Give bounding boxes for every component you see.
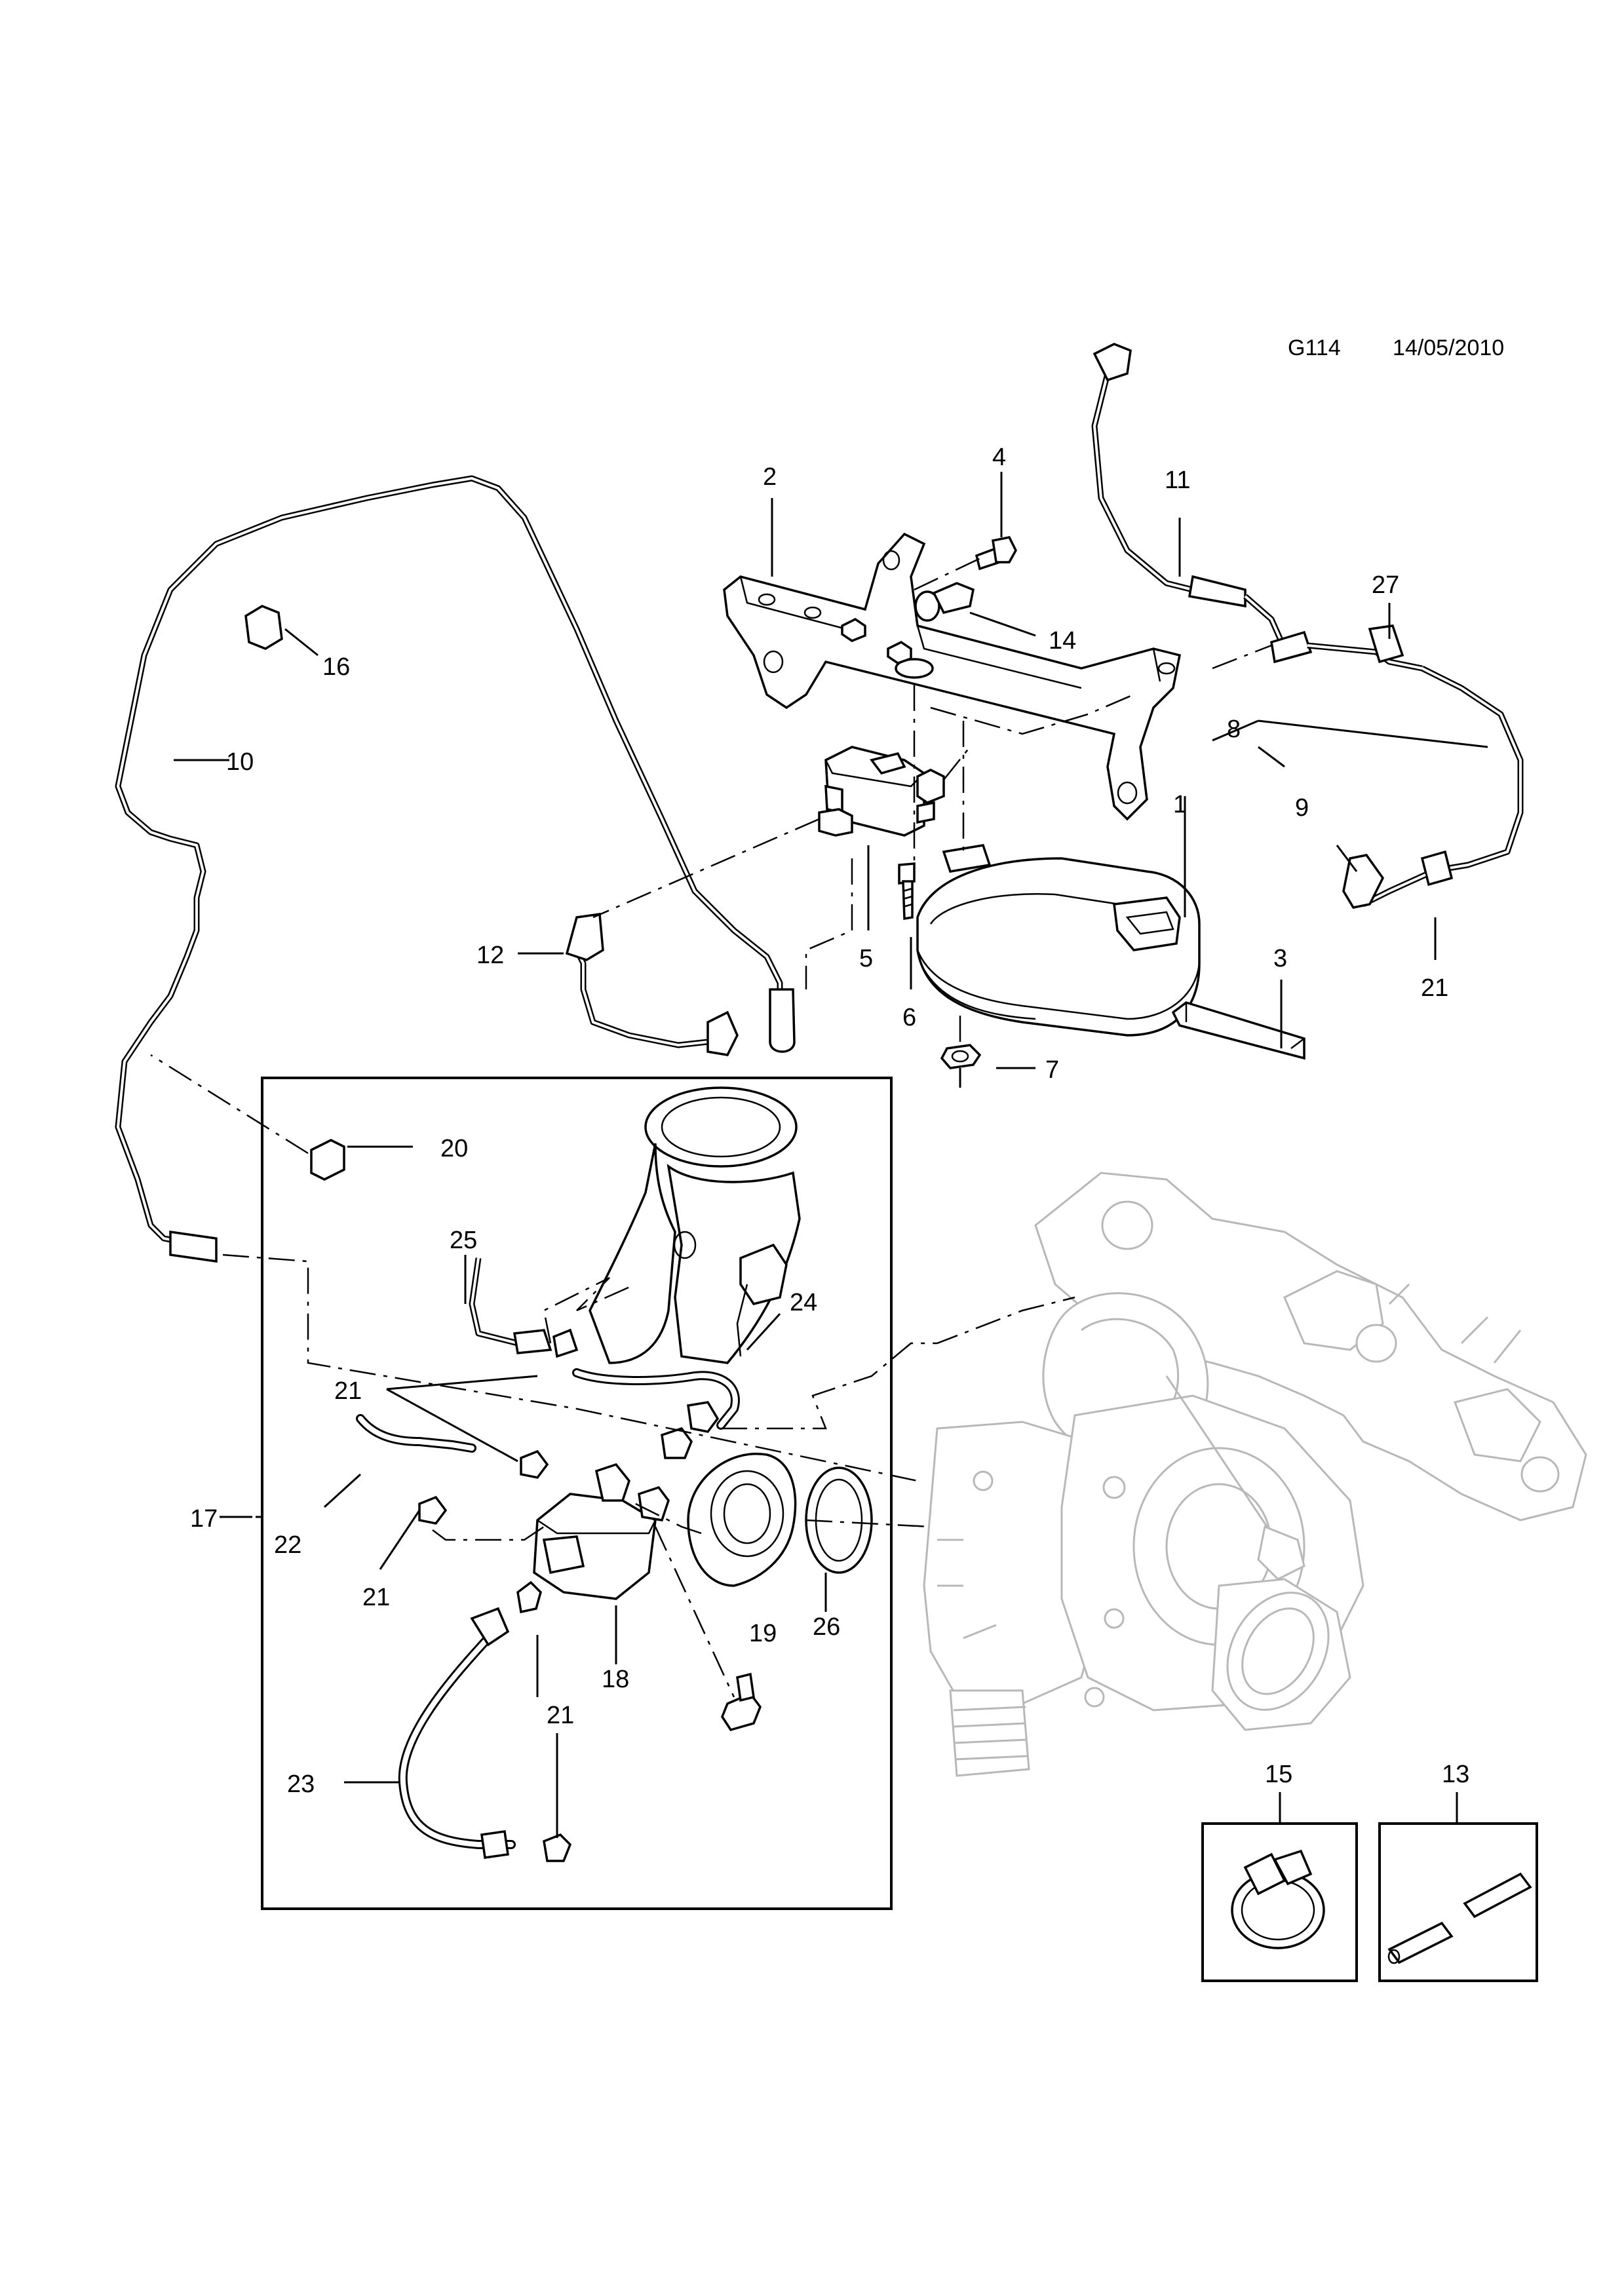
leader-lines: [174, 472, 1488, 1838]
connector-13: [1387, 1872, 1532, 1964]
callout-20: 20: [440, 1135, 468, 1162]
callout-8: 8: [1227, 716, 1241, 743]
callout-25: 25: [450, 1227, 477, 1254]
callout-26: 26: [813, 1613, 840, 1641]
turbo-flange: [687, 1453, 797, 1587]
clip-16: [244, 605, 283, 650]
callout-23: 23: [287, 1770, 315, 1798]
callout-27: 27: [1372, 571, 1399, 599]
callout-15: 15: [1265, 1761, 1292, 1788]
callout-21a: 21: [334, 1377, 362, 1405]
bolt-4: [975, 536, 1017, 571]
callout-1: 1: [1173, 791, 1187, 818]
callout-18: 18: [602, 1666, 629, 1693]
foam-strip: [1171, 1001, 1305, 1060]
bolt-19: [721, 1672, 762, 1732]
clip-21-upper: [520, 1449, 549, 1479]
hose-clamp-15: [1231, 1849, 1325, 1949]
diagram-date: 14/05/2010: [1393, 335, 1504, 360]
assembly-lines: [150, 556, 1272, 1698]
clip-21-bottom: [543, 1833, 572, 1862]
hose-22: [356, 1414, 476, 1453]
callout-19: 19: [749, 1620, 777, 1647]
callout-13: 13: [1442, 1761, 1469, 1788]
bracket: [723, 532, 1182, 821]
detail-frame: [261, 1077, 893, 1910]
vacuum-hose-12: [565, 913, 739, 1056]
callout-5: 5: [859, 945, 873, 972]
callout-17: 17: [190, 1505, 218, 1533]
clip-14: [914, 582, 975, 622]
callout-2: 2: [763, 463, 777, 491]
callout-7: 7: [1045, 1056, 1059, 1084]
vacuum-line-10: [115, 475, 796, 1263]
hose-24: [572, 1368, 740, 1430]
boost-solenoid-valve: [533, 1401, 720, 1600]
clip-21-mid: [418, 1495, 448, 1525]
callout-21b: 21: [1421, 974, 1448, 1002]
pipe-25: [469, 1257, 579, 1358]
callout-labels: 1 2 3 4 5 6 7 8 9 10 11 12 13 14 15 16 1…: [190, 444, 1469, 1798]
callout-22: 22: [274, 1531, 301, 1559]
callout-21c: 21: [362, 1584, 390, 1611]
nut-7: [940, 1044, 982, 1088]
callout-6: 6: [902, 1004, 916, 1031]
callout-21d: 21: [547, 1702, 574, 1729]
callout-24: 24: [790, 1289, 817, 1316]
callout-12: 12: [476, 942, 504, 969]
callout-4: 4: [992, 444, 1006, 471]
callout-11: 11: [1165, 467, 1190, 494]
callout-10: 10: [226, 748, 254, 776]
callout-16: 16: [322, 653, 350, 681]
air-inlet-pipe: [589, 1086, 801, 1364]
callout-3: 3: [1273, 945, 1287, 972]
bolt-6: [898, 862, 916, 921]
vacuum-reservoir: [916, 844, 1201, 1037]
hose-23: [398, 1607, 516, 1859]
diagram-code: G114: [1288, 335, 1341, 360]
callout-14: 14: [1049, 627, 1076, 655]
inset-box-13: [1378, 1822, 1538, 1982]
solenoid-valve: [818, 746, 945, 837]
callout-9: 9: [1295, 794, 1309, 822]
clip-21-low: [516, 1580, 542, 1614]
vacuum-line-11: [1091, 343, 1524, 909]
grommet-20: [310, 1139, 345, 1181]
turbocharger-ghost: [923, 1172, 1587, 1777]
